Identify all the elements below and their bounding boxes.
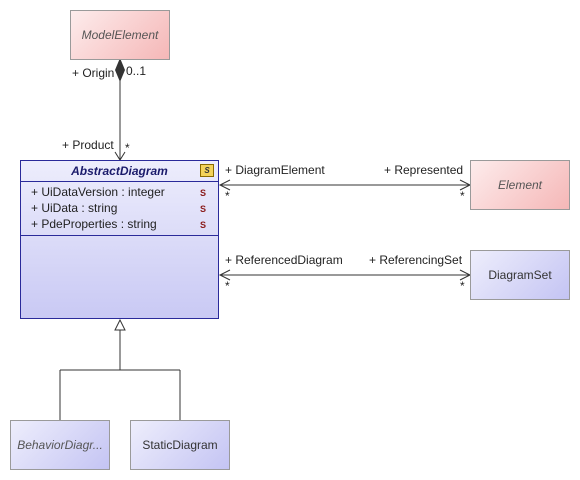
abstract-diagram-name: AbstractDiagram xyxy=(71,164,168,178)
generalization-triangle xyxy=(114,318,126,331)
product-role-label: + Product xyxy=(62,138,114,152)
static-diagram-class[interactable]: StaticDiagram xyxy=(130,420,230,470)
origin-role-label: + Origin xyxy=(72,66,115,80)
static-attribute-icon: S xyxy=(199,220,206,230)
referencing-set-role-label: + ReferencingSet xyxy=(369,253,463,267)
stereotype-icon: S xyxy=(200,164,214,177)
abstract-diagram-header: AbstractDiagram S xyxy=(21,161,218,182)
attribute-row[interactable]: + UiDataVersion : integer S xyxy=(21,184,218,200)
composition-diamond xyxy=(115,58,125,82)
behavior-diagram-class[interactable]: BehaviorDiagr... xyxy=(10,420,110,470)
element-class[interactable]: Element xyxy=(470,160,570,210)
diagram-element-arrowhead-left xyxy=(218,179,231,191)
diagram-set-name: DiagramSet xyxy=(488,268,552,282)
attribute-text: + UiDataVersion : integer xyxy=(31,185,165,199)
product-multiplicity-label: * xyxy=(125,141,130,155)
model-element-class[interactable]: ModelElement xyxy=(70,10,170,60)
model-element-name: ModelElement xyxy=(81,28,159,42)
attribute-text: + PdeProperties : string xyxy=(31,217,157,231)
behavior-diagram-name: BehaviorDiagr... xyxy=(17,438,103,452)
represented-multiplicity-label: * xyxy=(460,189,465,203)
referenced-diagram-role-label: + ReferencedDiagram xyxy=(225,253,343,267)
represented-role-label: + Represented xyxy=(384,163,464,177)
static-attribute-icon: S xyxy=(199,188,206,198)
abstract-diagram-class[interactable]: AbstractDiagram S + UiDataVersion : inte… xyxy=(20,160,219,319)
diagram-element-multiplicity-label: * xyxy=(225,189,230,203)
referenced-diagram-arrowhead-left xyxy=(218,269,231,281)
attribute-text: + UiData : string xyxy=(31,201,118,215)
diagram-element-role-label: + DiagramElement xyxy=(225,163,325,177)
diagram-set-class[interactable]: DiagramSet xyxy=(470,250,570,300)
attribute-row[interactable]: + UiData : string S xyxy=(21,200,218,216)
static-attribute-icon: S xyxy=(199,204,206,214)
element-name: Element xyxy=(497,178,543,192)
attribute-compartment: + UiDataVersion : integer S + UiData : s… xyxy=(21,182,218,236)
origin-multiplicity-label: 0..1 xyxy=(126,64,147,78)
static-diagram-name: StaticDiagram xyxy=(142,438,218,452)
attribute-row[interactable]: + PdeProperties : string S xyxy=(21,216,218,232)
referenced-diagram-multiplicity-label: * xyxy=(225,279,230,293)
referencing-set-multiplicity-label: * xyxy=(460,279,465,293)
